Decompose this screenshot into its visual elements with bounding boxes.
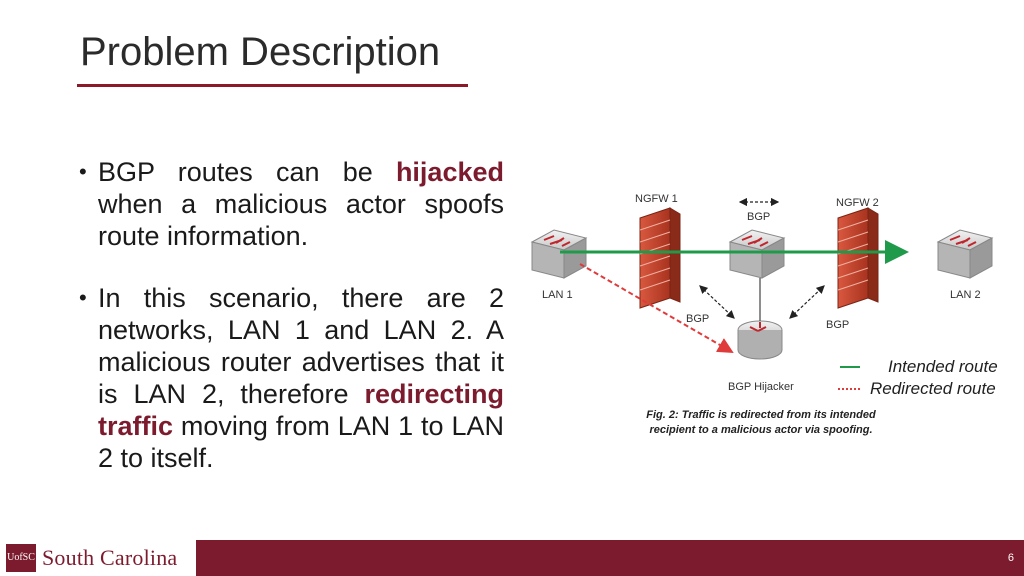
ngfw1-label: NGFW 1 xyxy=(635,193,678,205)
legend-redirected: Redirected route xyxy=(838,379,996,399)
footer-bar: UofSC South Carolina 6 xyxy=(0,540,1024,576)
figure-caption: Fig. 2: Traffic is redirected from its i… xyxy=(646,409,876,436)
legend-intended-swatch xyxy=(840,366,860,368)
title-underline xyxy=(77,84,468,87)
legend-redirected-swatch xyxy=(838,388,860,390)
bullet-item: • In this scenario, there are 2 networks… xyxy=(76,282,504,474)
bullet-dot: • xyxy=(79,285,87,310)
bgp-right-arrow xyxy=(789,285,825,319)
bullet-list: • BGP routes can be hijacked when a mali… xyxy=(76,156,504,504)
bgp-top-label: BGP xyxy=(747,211,770,223)
page-number: 6 xyxy=(1007,552,1014,564)
ngfw2-label: NGFW 2 xyxy=(836,197,879,209)
legend-redirected-label: Redirected route xyxy=(870,379,996,398)
bullet-text: when a malicious actor spoofs route info… xyxy=(98,189,504,251)
ngfw2-firewall-icon xyxy=(837,207,879,309)
bgp-hijacker-router-icon xyxy=(737,320,783,360)
university-logo: UofSC South Carolina xyxy=(0,540,196,576)
bullet-text: moving from LAN 1 to LAN 2 to itself. xyxy=(98,411,504,473)
ngfw1-firewall-icon xyxy=(639,207,681,309)
bullet-text: BGP routes can be xyxy=(98,157,396,187)
bullet-text: In this scenario, there are 2 networks, … xyxy=(98,283,504,409)
legend-intended: Intended route xyxy=(840,357,998,377)
bullet-dot: • xyxy=(79,159,87,184)
logo-mark-text: UofSC xyxy=(7,552,35,563)
bgp-left-arrow xyxy=(699,285,735,319)
logo-wordmark: South Carolina xyxy=(42,545,178,570)
bgp-right-label: BGP xyxy=(826,319,849,331)
network-diagram: LAN 1 NGFW 1 BGP NGFW 2 LAN 2 BGP xyxy=(530,193,994,393)
core-switch-icon xyxy=(728,229,786,279)
bullet-item: • BGP routes can be hijacked when a mali… xyxy=(76,156,504,252)
highlight-redirecting-traffic: redirecting traffic xyxy=(98,379,504,441)
lan2-label: LAN 2 xyxy=(950,289,981,301)
redirected-route-line xyxy=(579,263,734,354)
bgp-left-label: BGP xyxy=(686,313,709,325)
lan1-switch-icon xyxy=(530,229,588,279)
uofsc-logo-mark: UofSC xyxy=(6,544,36,572)
legend-intended-label: Intended route xyxy=(888,357,998,376)
lan2-switch-icon xyxy=(936,229,994,279)
hijacker-label: BGP Hijacker xyxy=(728,381,794,393)
highlight-hijacked: hijacked xyxy=(395,157,504,187)
slide-title: Problem Description xyxy=(80,30,441,74)
lan1-label: LAN 1 xyxy=(542,289,573,301)
